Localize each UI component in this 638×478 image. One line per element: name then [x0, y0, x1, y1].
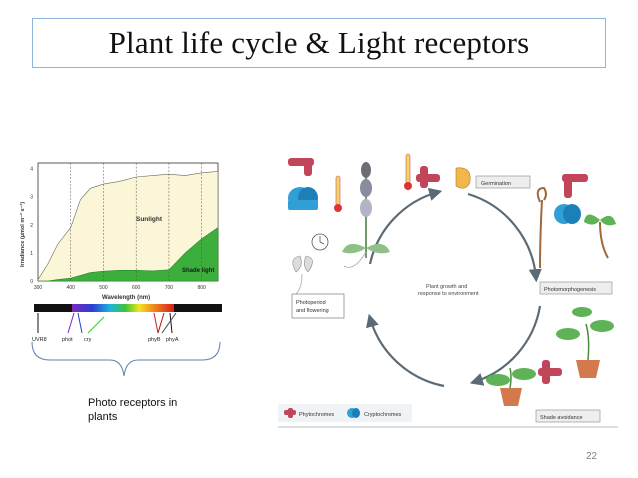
series-area-1	[38, 227, 219, 282]
photomorphogenesis-phytochrome-icon	[562, 174, 588, 198]
germination-thermometer-icon	[404, 153, 412, 190]
rosette-plant-icon	[292, 255, 313, 295]
x-axis-label: Wavelength (nm)	[102, 295, 150, 301]
photomorphogenesis-cryptochrome-icon	[554, 204, 581, 224]
x-tick-5: 800	[197, 285, 206, 291]
y-axis-label: Irradiance (μmol m⁻² s⁻¹)	[19, 202, 26, 267]
photomorphogenesis-label: Photomorphogenesis	[539, 281, 613, 295]
photoreceptor-caption: Photo receptors in plants	[88, 396, 208, 424]
caption-line-1: Photo receptors in	[88, 397, 178, 409]
germination-phytochrome-icon	[416, 166, 440, 188]
photoperiod-label: Photoperiod and flowering	[291, 293, 345, 319]
center-text-1: Plant growth and	[426, 284, 467, 290]
receptor-phya: phyA	[166, 337, 179, 343]
shade-light-label: Shade light	[182, 268, 214, 274]
shaded-potted-plant-icon	[486, 367, 536, 406]
y-tick-2: 2	[30, 223, 33, 229]
legend-phytochrome-icon	[284, 408, 296, 418]
x-tick-3: 600	[132, 285, 141, 291]
receptor-arrows	[37, 312, 177, 334]
clock-icon	[311, 233, 329, 251]
curly-brace	[31, 341, 221, 377]
photoperiod-text-2: and flowering	[296, 308, 329, 314]
etiolated-seedling-icon	[536, 186, 547, 269]
shade-phytochrome-icon	[538, 360, 562, 384]
center-text-2: response to environment	[418, 291, 479, 297]
photomorphogenesis-text: Photomorphogenesis	[544, 287, 596, 293]
cycle-arrows	[366, 188, 542, 388]
x-tick-2: 500	[99, 285, 108, 291]
slide-title: Plant life cycle & Light receptors	[108, 25, 530, 60]
germination-label: Germination	[475, 175, 531, 189]
phytochrome-icon	[288, 158, 314, 176]
receptor-phot: phot	[62, 337, 73, 343]
spectrum-axes: 0 1 2 3 4 300 400 500 600 700 800	[30, 163, 206, 291]
x-tick-1: 400	[67, 285, 76, 291]
y-tick-0: 0	[30, 279, 33, 285]
x-tick-4: 700	[165, 285, 174, 291]
y-tick-4: 4	[30, 167, 33, 173]
series-area-0	[37, 171, 219, 282]
slide-number: 22	[586, 451, 598, 462]
cryptochrome-icon	[288, 187, 318, 210]
y-tick-3: 3	[30, 195, 33, 201]
thermometer-icon	[334, 175, 342, 212]
spectrum-areas	[37, 171, 219, 282]
receptor-uvr8: UVR8	[32, 337, 47, 343]
shade-avoidance-text: Shade avoidance	[540, 415, 583, 421]
receptor-phyb: phyB	[148, 337, 161, 343]
legend-cryptochromes: Cryptochromes	[364, 412, 402, 418]
spectrum-band-rainbow	[72, 304, 174, 312]
tall-potted-plant-icon	[556, 307, 614, 378]
caption-line-2: plants	[88, 411, 118, 423]
photoperiod-text-1: Photoperiod	[296, 300, 326, 306]
green-seedling-icon	[584, 214, 616, 259]
legend-phytochromes: Phytochromes	[299, 412, 334, 418]
flowering-plant-icon	[342, 162, 390, 268]
spectrum-chart: 0 1 2 3 4 300 400 500 600 700 800 Sunlight Shade l…	[19, 162, 222, 343]
shade-avoidance-label: Shade avoidance	[535, 409, 601, 423]
seed-icon	[455, 167, 471, 189]
sunlight-label: Sunlight	[136, 216, 163, 223]
plant-life-cycle-diagram: Plant growth and response to environment…	[278, 153, 618, 428]
x-tick-0: 300	[34, 285, 43, 291]
receptor-cry: cry	[84, 337, 92, 343]
title-box: Plant life cycle & Light receptors	[32, 18, 606, 68]
legend-cryptochrome-icon	[347, 408, 360, 418]
y-tick-1: 1	[30, 251, 33, 257]
diagram-legend: Phytochromes Cryptochromes	[278, 404, 412, 422]
germination-text: Germination	[481, 181, 511, 187]
